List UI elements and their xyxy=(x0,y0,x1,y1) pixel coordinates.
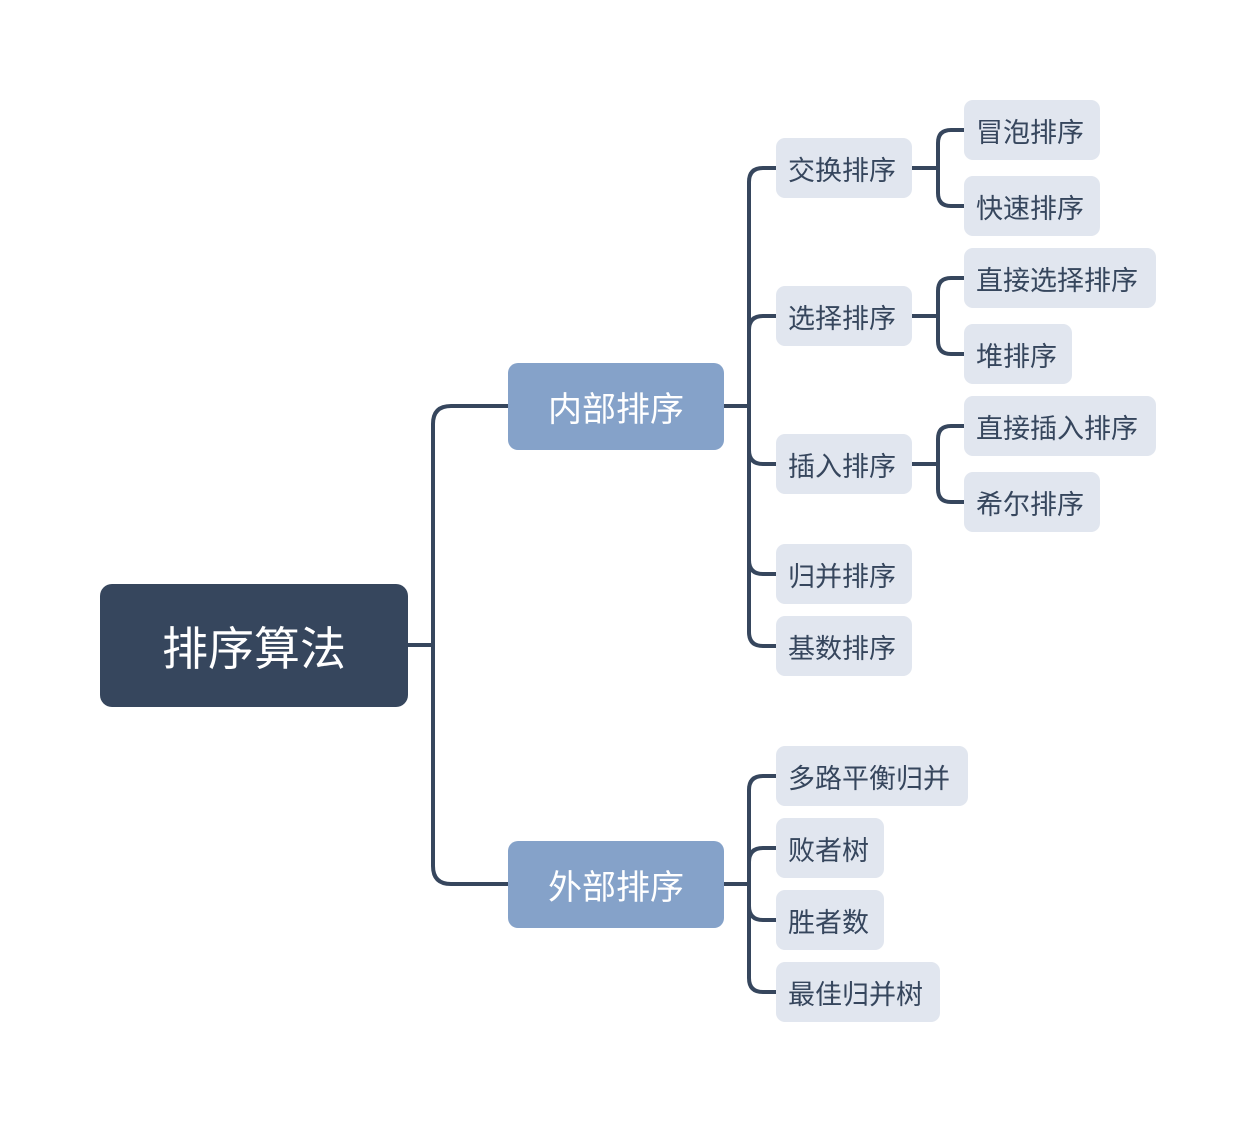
connector-root-internal xyxy=(431,404,510,647)
connector-internal-radix xyxy=(747,404,778,648)
insertion-sort-node[interactable]: 插入排序 xyxy=(776,434,912,494)
direct-selection-sort-label: 直接选择排序 xyxy=(976,265,1138,297)
selection-sort-label: 选择排序 xyxy=(788,303,896,335)
exchange-sort-label: 交换排序 xyxy=(788,155,896,187)
loser-tree-node[interactable]: 败者树 xyxy=(776,818,884,878)
connector-selection-heap xyxy=(936,314,966,356)
external-sort-label: 外部排序 xyxy=(548,868,684,908)
connector-internal-selection xyxy=(747,314,778,332)
external-sort-node[interactable]: 外部排序 xyxy=(508,841,724,928)
merge-sort-label: 归并排序 xyxy=(788,561,896,593)
connector-internal-insertion xyxy=(747,448,778,466)
winner-tree-node[interactable]: 胜者数 xyxy=(776,890,884,950)
radix-sort-node[interactable]: 基数排序 xyxy=(776,616,912,676)
internal-sort-label: 内部排序 xyxy=(548,390,684,430)
selection-sort-node[interactable]: 选择排序 xyxy=(776,286,912,346)
shell-sort-node[interactable]: 希尔排序 xyxy=(964,472,1100,532)
merge-sort-node[interactable]: 归并排序 xyxy=(776,544,912,604)
root-label: 排序算法 xyxy=(162,621,346,676)
internal-sort-node[interactable]: 内部排序 xyxy=(508,363,724,450)
connector-internal-exchange xyxy=(747,166,778,408)
connector-exchange-bubble xyxy=(936,128,966,170)
root-node[interactable]: 排序算法 xyxy=(100,584,408,707)
direct-selection-sort-node[interactable]: 直接选择排序 xyxy=(964,248,1156,308)
direct-insertion-sort-node[interactable]: 直接插入排序 xyxy=(964,396,1156,456)
exchange-sort-node[interactable]: 交换排序 xyxy=(776,138,912,198)
multiway-merge-node[interactable]: 多路平衡归并 xyxy=(776,746,968,806)
connector-insertion-direct xyxy=(936,424,966,466)
connector-exchange-quick xyxy=(936,166,966,208)
loser-tree-label: 败者树 xyxy=(788,835,869,867)
shell-sort-label: 希尔排序 xyxy=(976,489,1084,521)
connector-root-external xyxy=(431,643,510,886)
connector-external-last xyxy=(747,882,778,994)
connector-internal-merge xyxy=(747,558,778,576)
bubble-sort-node[interactable]: 冒泡排序 xyxy=(964,100,1100,160)
multiway-merge-label: 多路平衡归并 xyxy=(788,763,950,795)
quick-sort-node[interactable]: 快速排序 xyxy=(964,176,1100,236)
connector-external-first xyxy=(747,774,778,886)
connector-insertion-shell xyxy=(936,462,966,504)
connector-external-second xyxy=(747,846,778,864)
winner-tree-label: 胜者数 xyxy=(788,907,869,939)
optimal-merge-tree-node[interactable]: 最佳归并树 xyxy=(776,962,940,1022)
connector-external-third xyxy=(747,904,778,922)
heap-sort-label: 堆排序 xyxy=(976,341,1057,373)
quick-sort-label: 快速排序 xyxy=(976,193,1084,225)
connector-selection-direct xyxy=(936,276,966,318)
optimal-merge-tree-label: 最佳归并树 xyxy=(788,979,923,1011)
bubble-sort-label: 冒泡排序 xyxy=(976,117,1084,149)
radix-sort-label: 基数排序 xyxy=(788,633,896,665)
heap-sort-node[interactable]: 堆排序 xyxy=(964,324,1072,384)
direct-insertion-sort-label: 直接插入排序 xyxy=(976,413,1138,445)
insertion-sort-label: 插入排序 xyxy=(788,451,896,483)
